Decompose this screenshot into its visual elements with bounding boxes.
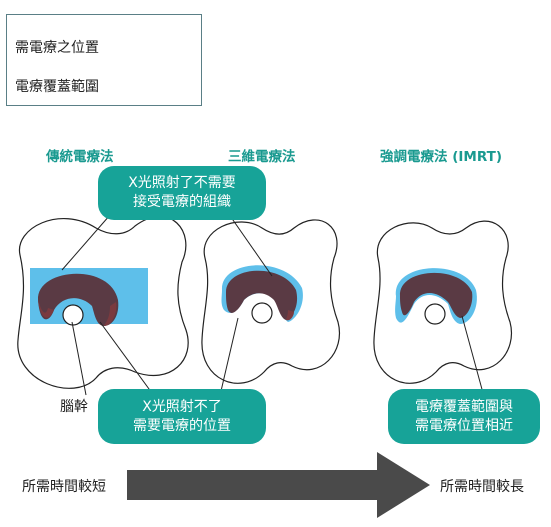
method-title-conventional: 傳統電療法 [46, 149, 114, 165]
legend-coverage-label: 電療覆蓋範圍 [15, 79, 99, 95]
callout-excess-radiation-line-2: 接受電療的組織 [133, 194, 231, 210]
head-outline-imrt [373, 220, 512, 384]
callout-missed-target-line-1: X光照射不了 [142, 398, 222, 415]
brainstem-3d [251, 302, 273, 324]
brainstem-imrt [424, 303, 446, 325]
tumor-3d [226, 270, 298, 320]
callout-conformal-coverage: 電療覆蓋範圍與 需電療位置相近 [388, 389, 540, 444]
time-arrow [127, 452, 430, 518]
callout-excess-radiation: X光照射了不需要 接受電療的組織 [98, 166, 266, 220]
timeline-long-label: 所需時間較長 [440, 479, 524, 495]
legend: 需電療之位置 電療覆蓋範圍 [6, 14, 202, 106]
tumor-imrt [399, 272, 473, 318]
method-title-3d: 三維電療法 [228, 149, 296, 165]
legend-tumor-label: 需電療之位置 [15, 40, 99, 56]
tumor-edge-3d [286, 310, 294, 321]
brainstem-conventional [62, 304, 84, 326]
callout-missed-target-line-2: 需要電療的位置 [133, 417, 231, 434]
tumor-conventional [37, 273, 119, 326]
callout-conformal-coverage-line-1: 電療覆蓋範圍與 [415, 398, 513, 415]
brainstem-label: 腦幹 [60, 399, 88, 415]
head-outline-conventional [17, 215, 189, 389]
tumor-edge-conventional [38, 300, 117, 326]
callout-conformal-coverage-line-2: 需電療位置相近 [415, 417, 513, 434]
method-title-imrt: 強調電療法 (IMRT) [380, 149, 502, 165]
timeline-short-label: 所需時間較短 [22, 479, 106, 495]
callout-excess-radiation-line-1: X光照射了不需要 [128, 175, 236, 191]
callout-missed-target: X光照射不了 需要電療的位置 [98, 389, 266, 444]
head-outline-3d [201, 219, 340, 384]
